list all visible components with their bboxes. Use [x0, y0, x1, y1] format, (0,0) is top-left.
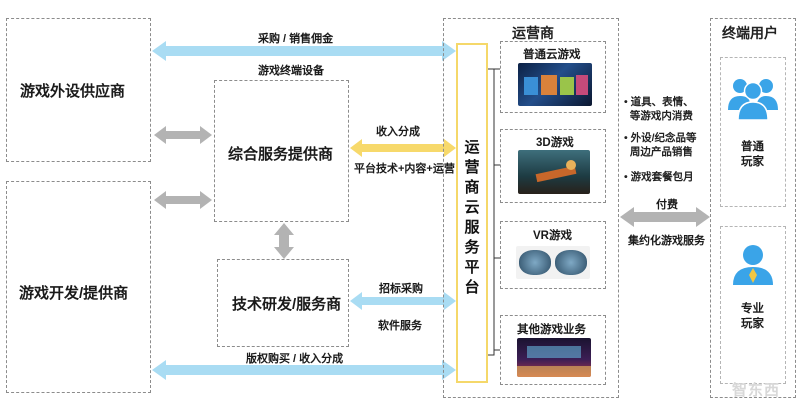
game-developer-label: 游戏开发/提供商 — [19, 285, 129, 302]
revenue-share-arrow — [350, 139, 456, 157]
peripheral-supplier-label: 游戏外设供应商 — [20, 83, 126, 100]
bullet-merchandise: • 外设/纪念品等 周边产品销售 — [624, 132, 697, 158]
peripheral-integrated-arrow — [154, 126, 212, 144]
top-flow-label: 采购 / 销售佣金 — [258, 33, 334, 45]
cloud-platform-label: 运营商云服务平台 — [464, 139, 480, 296]
watermark: 智东西 — [731, 382, 780, 399]
game-label-3d: 3D游戏 — [536, 137, 574, 149]
standard-game-thumbnail — [518, 63, 592, 106]
3d-game-thumbnail — [518, 150, 590, 194]
terminal-device-label: 游戏终端设备 — [258, 65, 324, 77]
rnd-service-box — [217, 259, 349, 347]
regular-player-label: 普通 玩家 — [741, 141, 764, 168]
other-game-thumbnail — [517, 338, 591, 377]
game-box-other — [500, 315, 606, 385]
integrated-service-box — [214, 80, 349, 222]
payment-label: 付费 — [656, 199, 678, 211]
intensive-service-label: 集约化游戏服务 — [628, 235, 705, 247]
game-box-standard — [500, 41, 606, 113]
rnd-service-label: 技术研发/服务商 — [232, 296, 342, 313]
game-box-3d — [500, 129, 606, 203]
payment-arrow — [620, 207, 710, 227]
game-label-other: 其他游戏业务 — [517, 324, 586, 336]
end-users-box — [710, 18, 796, 398]
game-label-vr: VR游戏 — [533, 230, 572, 242]
platform-game-connectors — [488, 68, 500, 356]
bid-purchase-arrow — [350, 292, 456, 310]
platform-tech-label: 平台技术+内容+运营 — [354, 163, 455, 175]
integrated-rnd-arrow — [274, 223, 294, 259]
vr-game-thumbnail — [516, 246, 590, 279]
pro-player-icon — [733, 245, 773, 285]
game-label-standard: 普通云游戏 — [523, 49, 581, 61]
cloud-platform-bar — [456, 43, 488, 383]
regular-players-icon — [728, 79, 778, 120]
regular-player-card — [720, 57, 786, 207]
bottom-flow-label: 版权购买 / 收入分成 — [246, 353, 344, 365]
end-users-title: 终端用户 — [722, 25, 778, 41]
peripheral-supplier-box — [6, 18, 151, 162]
operator-title: 运营商 — [512, 25, 554, 41]
game-developer-box — [6, 181, 151, 393]
software-service-label: 软件服务 — [378, 320, 422, 332]
bid-purchase-label: 招标采购 — [379, 283, 423, 295]
game-box-vr — [500, 221, 606, 289]
operator-box — [443, 18, 619, 398]
bottom-flow-arrow — [152, 360, 456, 380]
revenue-share-label: 收入分成 — [376, 126, 420, 138]
integrated-service-label: 综合服务提供商 — [228, 146, 334, 163]
top-flow-arrow — [152, 41, 456, 61]
developer-integrated-arrow — [154, 191, 212, 209]
bullet-in-game-consumption: • 道具、表情、 等游戏内消费 — [624, 96, 694, 122]
bullet-monthly-package: • 游戏套餐包月 — [624, 171, 694, 183]
pro-player-card — [720, 226, 786, 384]
pro-player-label: 专业 玩家 — [741, 303, 764, 330]
